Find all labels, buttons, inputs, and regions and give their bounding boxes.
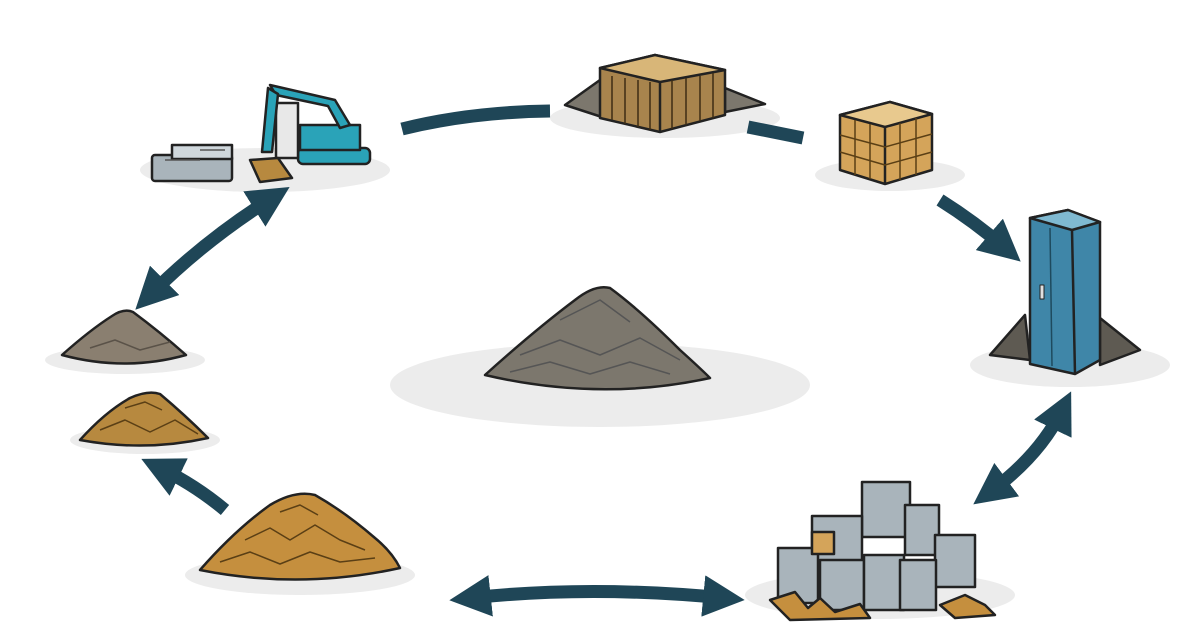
concrete-block-stack-icon: [768, 480, 997, 622]
fine-aggregate-pile-icon: [78, 391, 210, 447]
timber-crate-icon: [838, 100, 934, 186]
blue-steel-cabinet-icon: [988, 208, 1142, 376]
cycle-arrows: [135, 104, 1072, 617]
arrow-top-right: [746, 120, 805, 145]
arrow-bottom-left: [141, 458, 230, 515]
arrow-top: [400, 104, 551, 136]
central-gravel-pile-icon: [483, 286, 712, 391]
arrow-right-upper: [936, 194, 1021, 262]
timber-formwork-block-icon: [563, 53, 767, 134]
arrow-right-lower: [973, 391, 1072, 505]
arrow-left: [135, 186, 290, 310]
coarse-aggregate-pile-icon: [198, 492, 402, 581]
soil-pile-icon: [60, 309, 188, 365]
excavator-and-debris-icon: [150, 83, 372, 184]
arrow-bottom: [449, 575, 745, 617]
